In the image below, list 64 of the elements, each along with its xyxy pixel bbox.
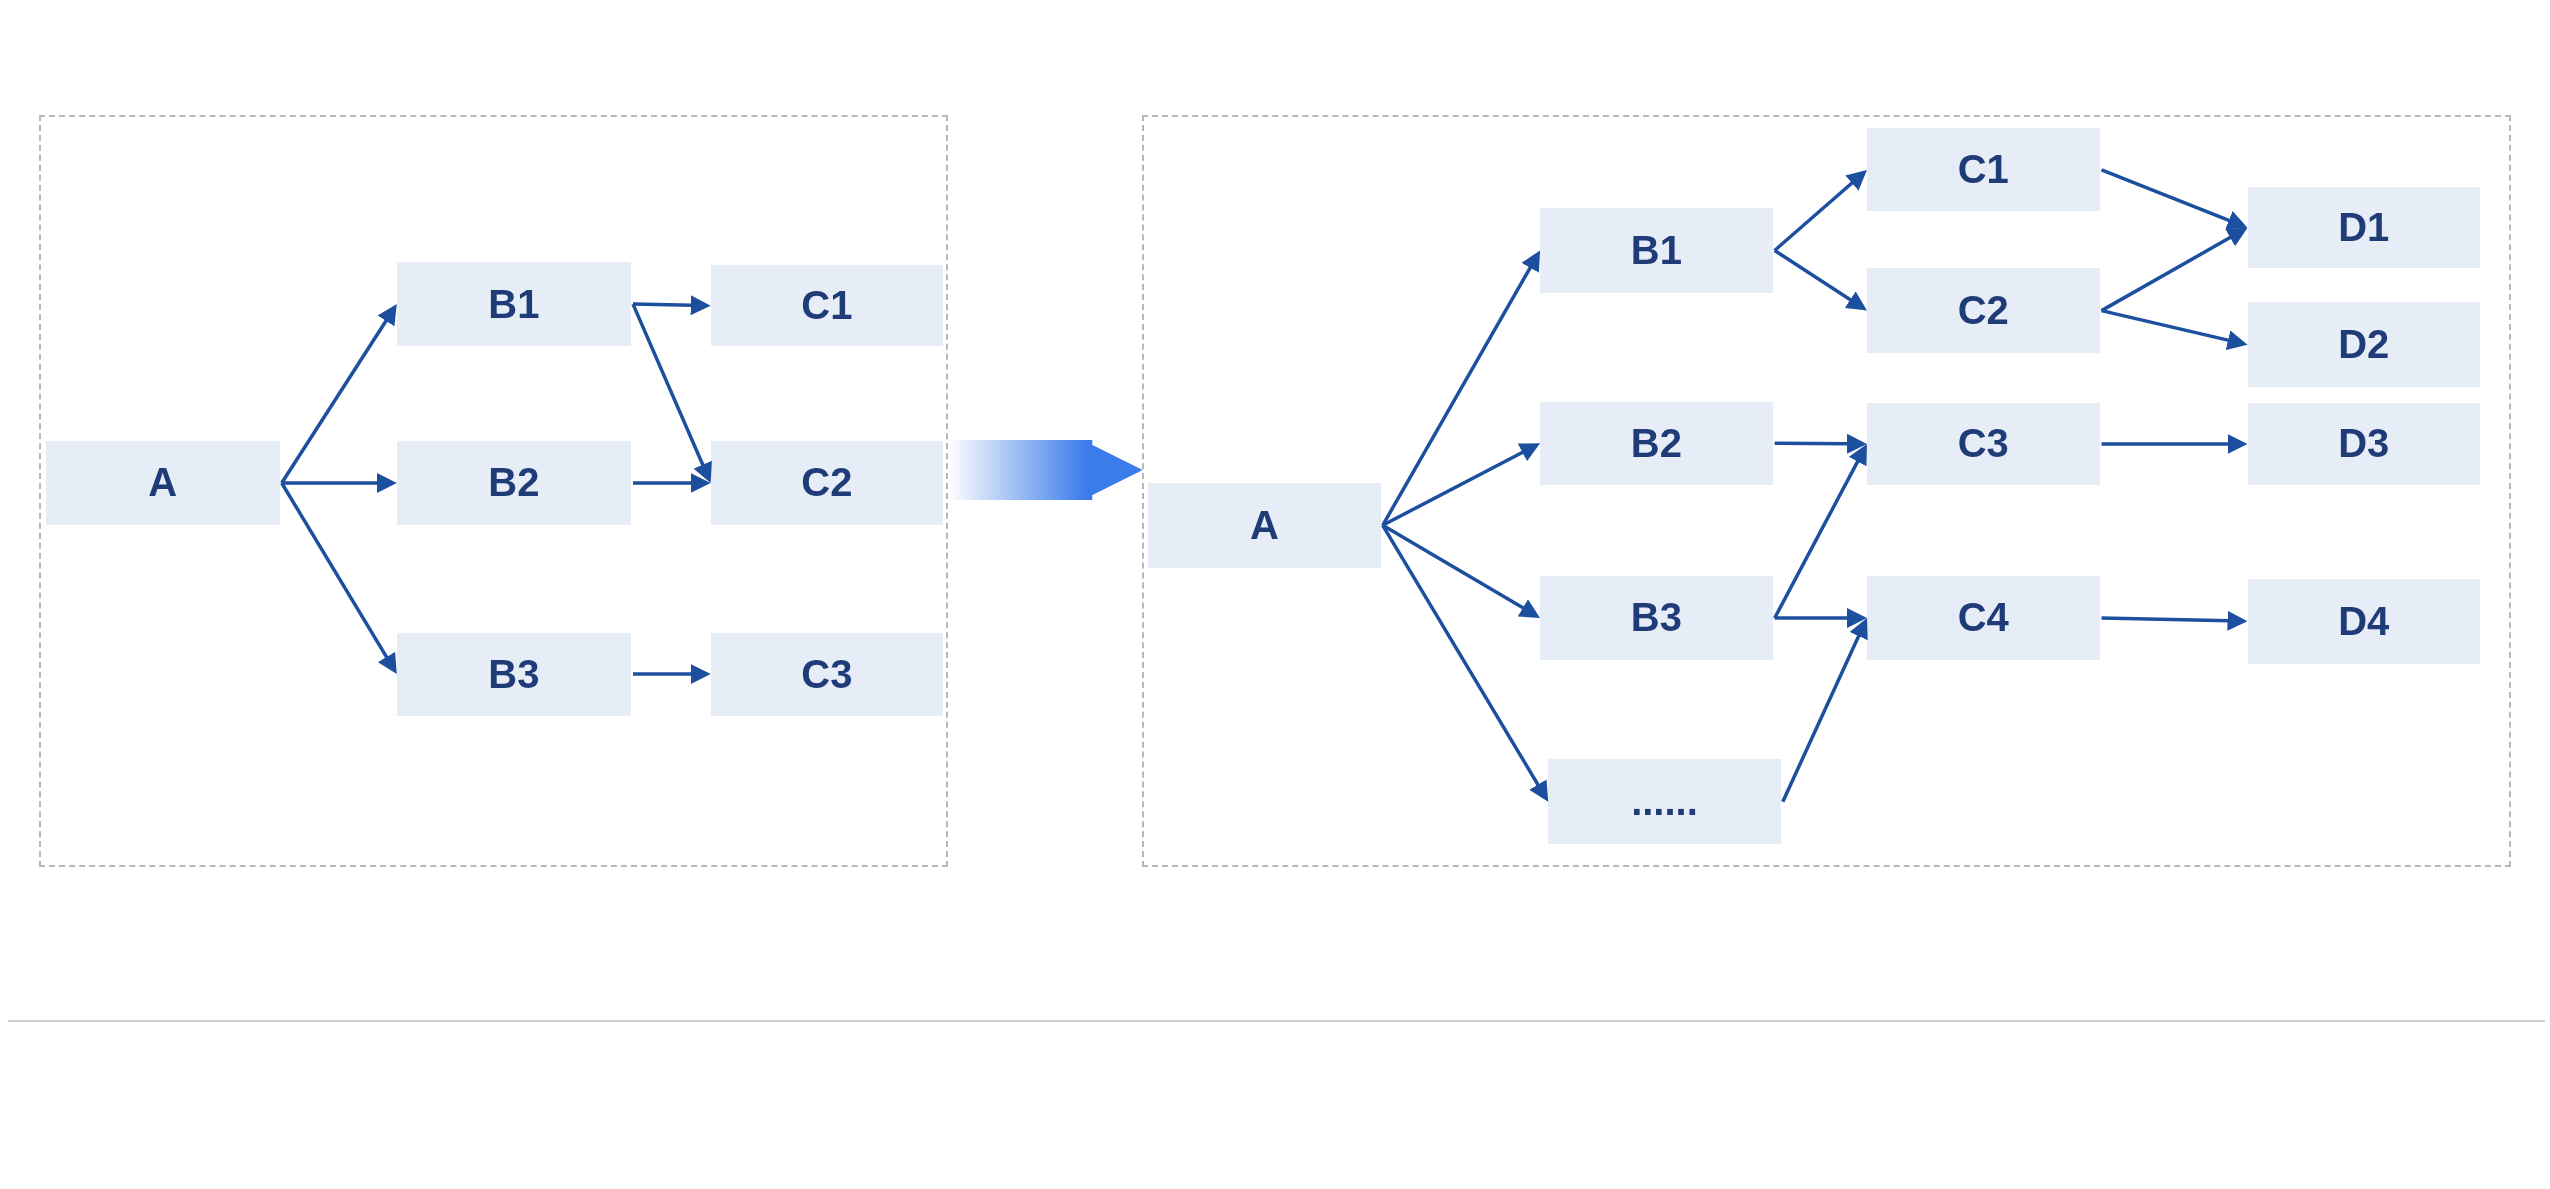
process-box [1148,483,1381,568]
process-box [1866,268,2100,353]
arrow [1773,249,1867,311]
arrow [281,473,397,493]
arrow [2100,227,2248,313]
process-box [1548,759,1781,844]
node-label: B3 [1630,595,1682,641]
arrow [1381,443,1541,527]
arrow [2101,308,2248,350]
process-box [1866,575,2100,661]
arrow [633,664,711,685]
node-label: C2 [801,460,853,506]
node-label: D3 [2338,421,2390,467]
process-box [710,265,944,347]
node-label: C3 [801,651,853,697]
arrow [1774,433,1867,454]
arrow [1781,618,1868,803]
process-box [396,261,631,347]
arrow [280,304,397,484]
node-label: B2 [1630,420,1682,466]
node-label: A [148,460,178,506]
node-label: C4 [1957,595,2009,641]
process-box [1540,208,1773,293]
process-box [1540,401,1773,485]
node-label: D4 [2338,598,2390,644]
process-box [1866,128,2100,212]
arrow [633,473,711,493]
node-label: C1 [801,283,853,329]
process-box [2247,403,2481,485]
process-box [396,440,631,526]
arrow [1381,524,1549,802]
arrow [1773,443,1867,619]
process-box [2247,302,2481,388]
process-box [2247,578,2481,664]
node-label: C1 [1957,147,2009,193]
node-label: B2 [488,460,540,506]
node-label: C2 [1957,288,2009,334]
arrow [2101,610,2248,631]
arrow [2100,168,2248,230]
process-box [710,632,944,716]
arrow [2101,433,2248,454]
node-label: B3 [488,651,540,697]
arrow [1773,169,1867,252]
arrow [1381,523,1541,618]
arrow [1774,608,1867,628]
process-box [1540,575,1773,661]
node-label: D1 [2338,205,2390,251]
node-label: ...... [1631,779,1698,825]
arrow [632,295,711,316]
process-box [710,440,944,526]
process-box [45,440,280,526]
arrow [631,303,712,483]
dashed-panel [39,115,949,867]
dashed-panel [1141,115,2511,867]
process-box [1866,403,2100,485]
node-label: B1 [1630,227,1682,273]
arrow [1381,250,1541,527]
arrow [280,482,397,675]
process-box [396,632,631,716]
node-label: B1 [488,281,540,327]
node-label: D2 [2338,322,2390,368]
node-label: C3 [1957,421,2009,467]
node-label: A [1249,502,1279,548]
process-box [2247,187,2481,269]
